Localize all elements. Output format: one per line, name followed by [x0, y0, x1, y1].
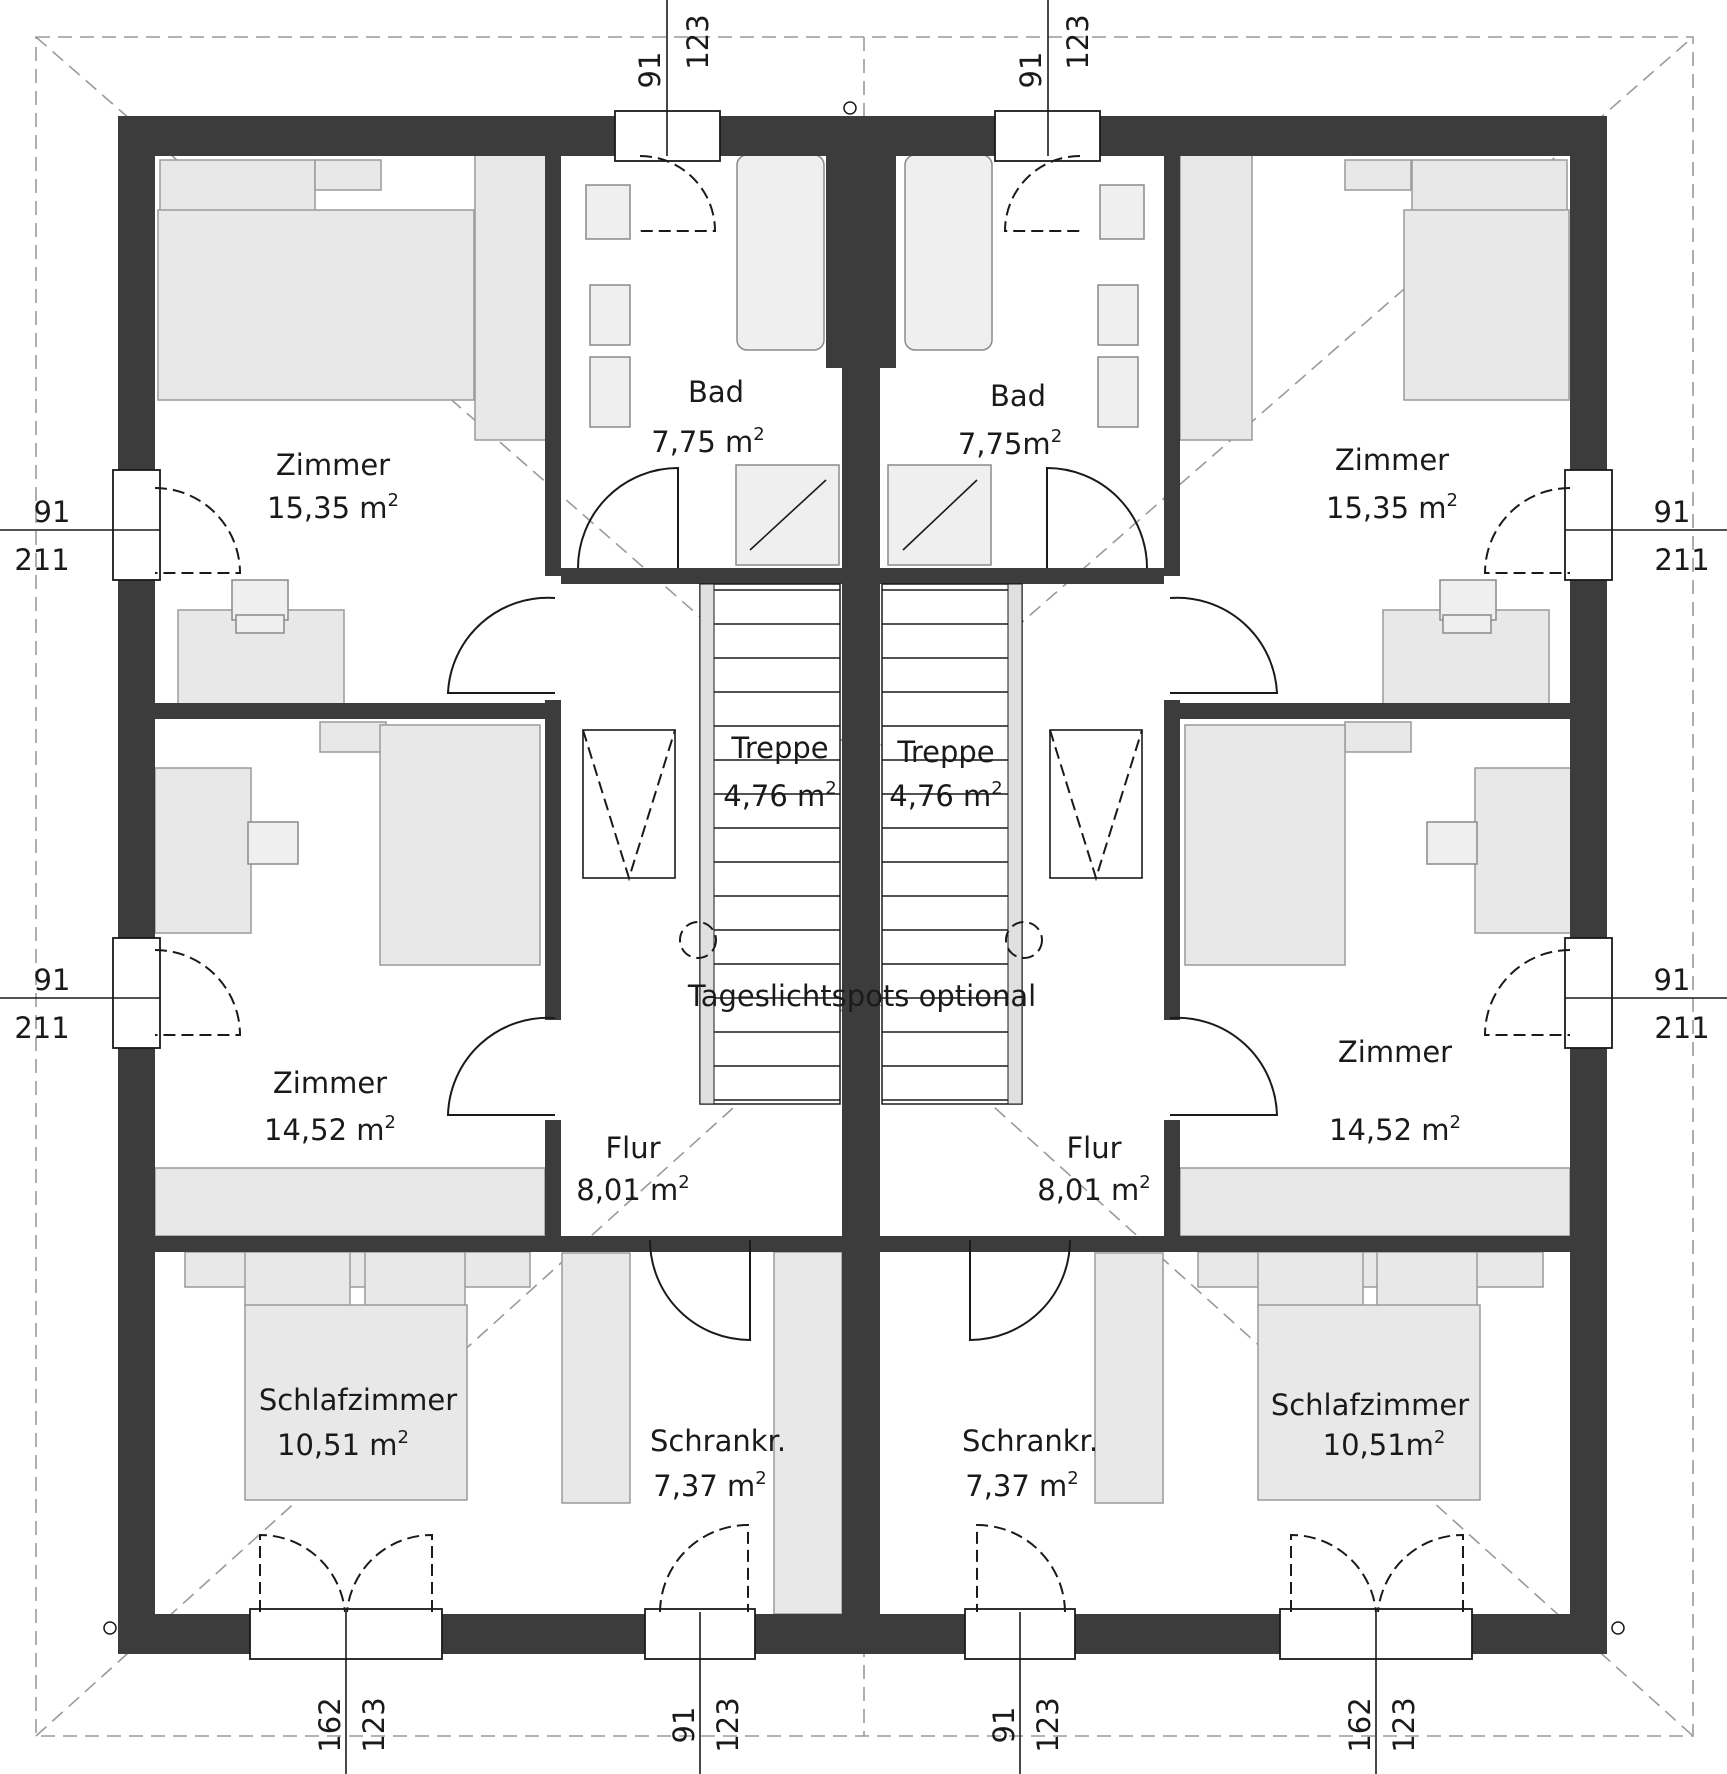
note-tageslichtspots: Tageslichtspots optional — [687, 979, 1036, 1013]
window — [112, 937, 161, 1049]
dim-top-right-height: 123 — [1061, 14, 1095, 69]
stairs-right — [881, 583, 1023, 1105]
window — [1564, 469, 1613, 581]
dim-right-lower-height: 211 — [1654, 1011, 1709, 1045]
dim-left-lower-width: 91 — [34, 963, 71, 997]
room-area-schrankraum-right: 7,37 m2 — [965, 1468, 1079, 1503]
dim-bottom-c-height: 123 — [1031, 1697, 1065, 1752]
dim-left-upper-width: 91 — [34, 495, 71, 529]
room-name-schlafzimmer-right: Schlafzimmer — [1271, 1388, 1469, 1422]
room-name-flur-right: Flur — [1066, 1131, 1121, 1165]
dim-bottom-c-width: 91 — [987, 1707, 1021, 1744]
room-name-zimmer-top-right: Zimmer — [1335, 443, 1449, 477]
dim-right-lower-width: 91 — [1654, 963, 1691, 997]
room-name-schrankraum-right: Schrankr. — [962, 1424, 1098, 1458]
window — [1564, 937, 1613, 1049]
dim-left-lower-height: 211 — [14, 1011, 69, 1045]
dim-bottom-b-width: 91 — [667, 1707, 701, 1744]
room-area-bad-left: 7,75 m2 — [651, 424, 765, 459]
room-area-flur-right: 8,01 m2 — [1037, 1172, 1151, 1207]
room-area-schlafzimmer-left: 10,51 m2 — [277, 1427, 409, 1462]
room-name-treppe-left: Treppe — [730, 731, 828, 765]
room-area-zimmer-mid-right: 14,52 m2 — [1329, 1112, 1461, 1147]
desk-chair-icon — [1439, 579, 1497, 621]
door-swings — [154, 155, 1571, 1613]
room-area-zimmer-top-right: 15,35 m2 — [1326, 490, 1458, 525]
room-name-zimmer-top-left: Zimmer — [276, 448, 390, 482]
dim-bottom-a-height: 123 — [357, 1697, 391, 1752]
room-area-zimmer-mid-left: 14,52 m2 — [264, 1112, 396, 1147]
monitor-icon — [235, 614, 285, 634]
room-name-bad-right: Bad — [990, 379, 1046, 413]
dimension-labels: 91 123 91 123 91 211 91 211 91 211 91 21… — [14, 14, 1709, 1752]
room-name-bad-left: Bad — [688, 375, 744, 409]
room-area-flur-left: 8,01 m2 — [576, 1172, 690, 1207]
room-name-schrankraum-left: Schrankr. — [650, 1424, 786, 1458]
dim-left-upper-height: 211 — [14, 543, 69, 577]
skylights — [582, 729, 1143, 959]
monitor-icon — [1442, 614, 1492, 634]
desk-chair-icon — [231, 579, 289, 621]
dim-right-upper-height: 211 — [1654, 543, 1709, 577]
room-area-treppe-left: 4,76 m2 — [723, 778, 837, 813]
stairs-left — [699, 583, 841, 1105]
dim-top-left-height: 123 — [681, 14, 715, 69]
room-name-flur-left: Flur — [605, 1131, 660, 1165]
dim-right-upper-width: 91 — [1654, 495, 1691, 529]
corner-markers — [103, 101, 1625, 1635]
dim-bottom-a-width: 162 — [313, 1697, 347, 1752]
room-area-schrankraum-left: 7,37 m2 — [653, 1468, 767, 1503]
dim-bottom-d-height: 123 — [1387, 1697, 1421, 1752]
desk-chair-icon — [1426, 821, 1478, 865]
window — [112, 469, 161, 581]
room-area-bad-right: 7,75m2 — [958, 426, 1062, 461]
room-name-zimmer-mid-left: Zimmer — [273, 1066, 387, 1100]
desk-chair-icon — [247, 821, 299, 865]
dim-top-left-width: 91 — [633, 52, 667, 89]
room-name-schlafzimmer-left: Schlafzimmer — [259, 1383, 457, 1417]
room-name-treppe-right: Treppe — [896, 735, 994, 769]
dim-bottom-b-height: 123 — [711, 1697, 745, 1752]
room-area-schlafzimmer-right: 10,51m2 — [1323, 1427, 1446, 1462]
stair-treads — [714, 589, 1008, 1101]
room-area-zimmer-top-left: 15,35 m2 — [267, 490, 399, 525]
dim-top-right-width: 91 — [1014, 52, 1048, 89]
dim-bottom-d-width: 162 — [1343, 1697, 1377, 1752]
room-labels: Bad 7,75 m2 Bad 7,75m2 Zimmer 15,35 m2 Z… — [259, 375, 1469, 1503]
room-name-zimmer-mid-right: Zimmer — [1338, 1035, 1452, 1069]
doors — [446, 466, 1279, 1342]
furniture — [154, 154, 1572, 1615]
room-area-treppe-right: 4,76 m2 — [889, 778, 1003, 813]
